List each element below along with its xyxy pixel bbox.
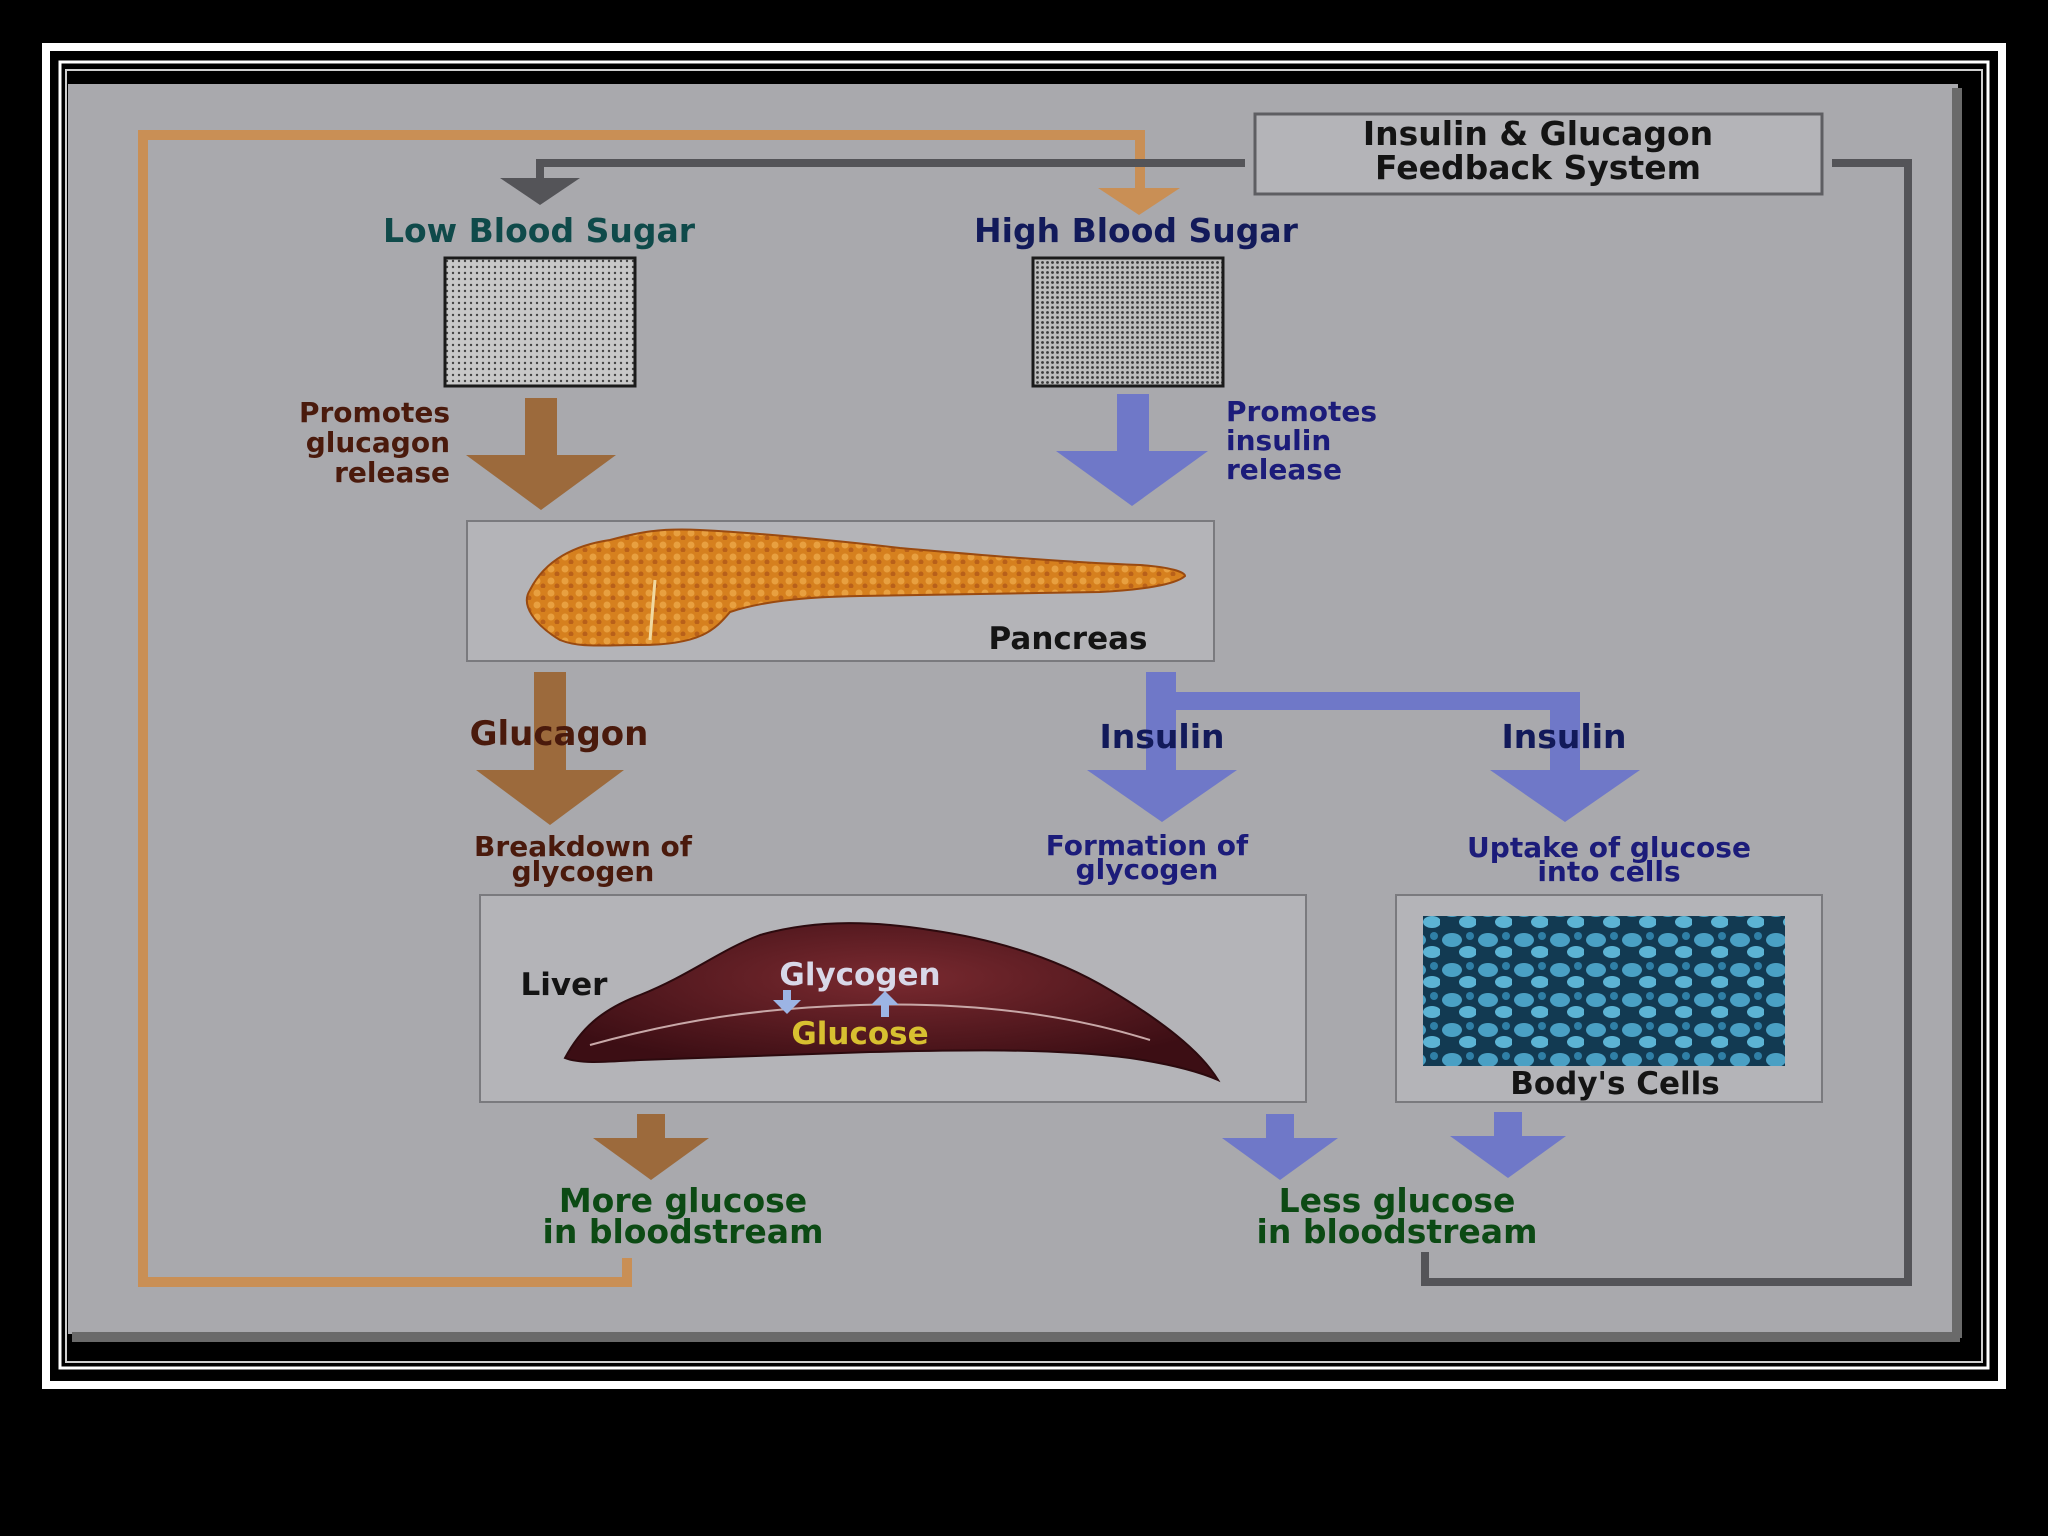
diagram-shadow-bottom: [72, 1332, 1960, 1342]
pancreas-image: [525, 528, 1187, 647]
pancreas-label: Pancreas: [989, 621, 1148, 657]
more-glucose-line-1: More glucose: [559, 1181, 807, 1220]
diagram-background: [68, 84, 1958, 1334]
slide-frame-inner: [58, 60, 1990, 1370]
high-blood-sugar-label: High Blood Sugar: [974, 211, 1299, 250]
diagram-shadow-right: [1952, 88, 1962, 1338]
glycogen-in-liver-label: Glycogen: [779, 957, 940, 993]
breakdown-line-1: Breakdown of: [474, 830, 693, 863]
promotes-insulin-line-2: insulin: [1226, 424, 1331, 457]
insulin-right-arrow-head: [1490, 770, 1640, 822]
gray-loop-arrowhead: [500, 178, 580, 205]
more-glucose-line-2: in bloodstream: [543, 1212, 824, 1251]
glucose-in-liver-label: Glucose: [791, 1016, 928, 1052]
more-glucose-arrow-head: [593, 1138, 709, 1180]
insulin-left-shaft: [1146, 692, 1176, 772]
glucagon-arrow-shaft: [534, 672, 566, 772]
insulin-release-arrow-shaft: [1117, 394, 1149, 454]
formation-line-1: Formation of: [1046, 829, 1249, 862]
glucose-to-glycogen-arrow: [871, 991, 899, 1017]
liver-out-arrow-head: [1222, 1138, 1338, 1180]
low-blood-sugar-label: Low Blood Sugar: [383, 211, 696, 250]
insulin-left-label: Insulin: [1099, 717, 1224, 756]
insulin-right-shaft: [1550, 692, 1580, 772]
glycogen-to-glucose-arrow: [773, 990, 801, 1014]
high-sugar-blood-box: [1031, 256, 1225, 388]
promotes-glucagon-line-3: release: [334, 456, 450, 489]
promotes-glucagon-line-2: glucagon: [306, 426, 450, 459]
orange-loop-arrowhead: [1098, 188, 1180, 215]
gray-loop-top: [536, 159, 1245, 182]
less-glucose-line-1: Less glucose: [1279, 1181, 1516, 1220]
liver-divider: [589, 1003, 1151, 1046]
glucagon-release-arrow-head: [466, 455, 616, 510]
bodys-cells-label: Body's Cells: [1510, 1066, 1720, 1102]
gray-feedback-loop: [1421, 159, 1912, 1286]
promotes-glucagon-line-1: Promotes: [299, 396, 450, 429]
insulin-release-arrow-head: [1056, 451, 1208, 506]
pancreas-duct: [648, 579, 657, 641]
insulin-left-arrow-head: [1087, 770, 1237, 822]
title-line-1: Insulin & Glucagon: [1363, 114, 1713, 153]
cells-image: [1423, 916, 1785, 1066]
liver-label: Liver: [521, 967, 609, 1003]
glucagon-release-arrow-shaft: [525, 398, 557, 458]
title-line-2: Feedback System: [1375, 148, 1701, 187]
uptake-line-1: Uptake of glucose: [1467, 831, 1751, 864]
glucagon-label: Glucagon: [470, 714, 649, 754]
breakdown-line-2: glycogen: [512, 855, 655, 888]
promotes-insulin-line-1: Promotes: [1226, 395, 1377, 428]
promotes-insulin-line-3: release: [1226, 453, 1342, 486]
slide-frame-line: [65, 69, 1983, 1363]
low-sugar-blood-box: [443, 256, 637, 388]
uptake-line-2: into cells: [1537, 855, 1680, 888]
glucagon-arrow-head: [476, 770, 624, 825]
insulin-right-label: Insulin: [1501, 717, 1626, 756]
orange-feedback-loop: [138, 130, 1145, 1287]
insulin-split-stem: [1146, 672, 1176, 692]
less-glucose-line-2: in bloodstream: [1257, 1212, 1538, 1251]
cells-out-arrow-head: [1450, 1136, 1566, 1178]
title-box: [1253, 112, 1824, 196]
insulin-split-bar: [1146, 692, 1580, 710]
formation-line-2: glycogen: [1076, 853, 1219, 886]
